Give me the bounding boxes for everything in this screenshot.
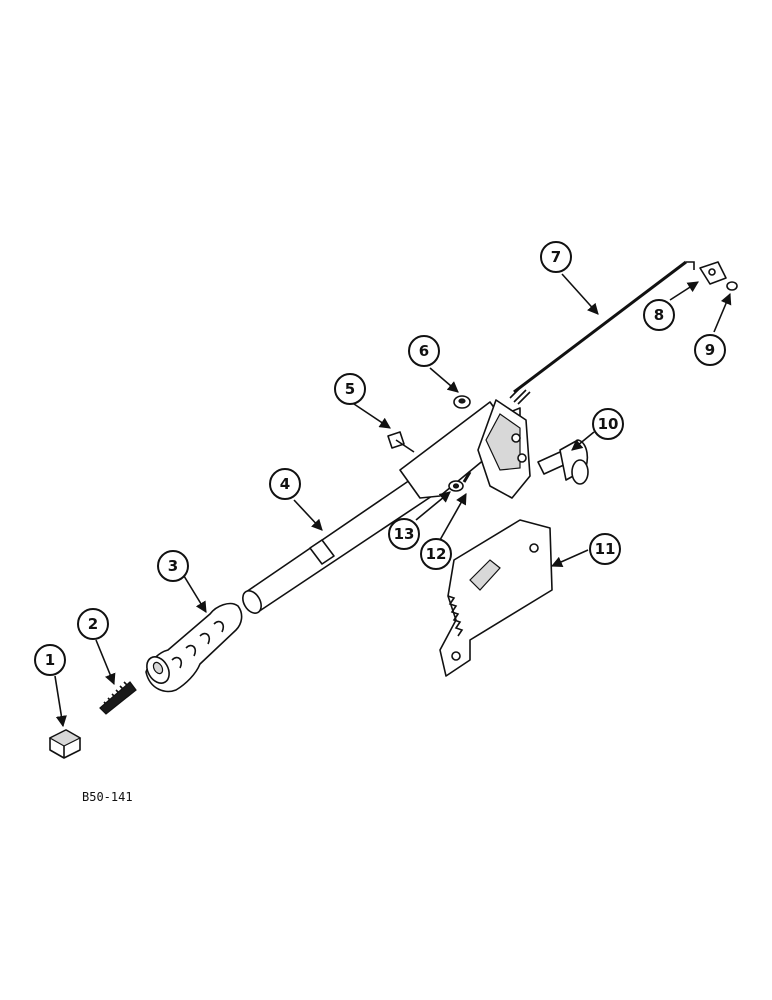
callout-9: 9 xyxy=(694,334,726,366)
part-1-cap xyxy=(48,729,82,759)
callout-label: 3 xyxy=(168,557,178,575)
callout-12: 12 xyxy=(420,538,452,570)
callout-11: 11 xyxy=(589,533,621,565)
callout-7: 7 xyxy=(540,241,572,273)
figure-reference-code: B50-141 xyxy=(82,790,133,804)
callout-label: 5 xyxy=(345,380,355,398)
callout-4: 4 xyxy=(269,468,301,500)
callout-label: 12 xyxy=(426,545,447,563)
part-7-rod xyxy=(509,260,695,405)
callout-5: 5 xyxy=(334,373,366,405)
callout-label: 6 xyxy=(419,342,429,360)
callout-3: 3 xyxy=(157,550,189,582)
callout-label: 7 xyxy=(551,248,561,266)
callout-label: 11 xyxy=(595,540,616,558)
leader-lines xyxy=(54,273,732,728)
part-10-pin xyxy=(537,439,589,485)
part-12-spring-pin xyxy=(462,471,472,483)
part-13-washer xyxy=(448,480,464,492)
callout-8: 8 xyxy=(643,299,675,331)
part-9-washer xyxy=(726,281,738,291)
callout-label: 4 xyxy=(280,475,290,493)
part-2-spring xyxy=(99,681,137,715)
callout-13: 13 xyxy=(388,518,420,550)
part-8-clip xyxy=(699,261,727,285)
callout-label: 2 xyxy=(88,615,98,633)
callout-2: 2 xyxy=(77,608,109,640)
part-11-quadrant-bracket xyxy=(439,519,553,677)
callout-label: 13 xyxy=(394,525,415,543)
callout-6: 6 xyxy=(408,335,440,367)
callout-label: 9 xyxy=(705,341,715,359)
callout-label: 1 xyxy=(45,651,55,669)
part-6-nut xyxy=(453,395,471,409)
callout-10: 10 xyxy=(592,408,624,440)
callout-1: 1 xyxy=(34,644,66,676)
callout-label: 10 xyxy=(598,415,619,433)
callout-label: 8 xyxy=(654,306,664,324)
part-5-bolt xyxy=(387,431,415,453)
lever-head-bracket xyxy=(477,399,531,499)
part-3-grip xyxy=(145,602,243,693)
